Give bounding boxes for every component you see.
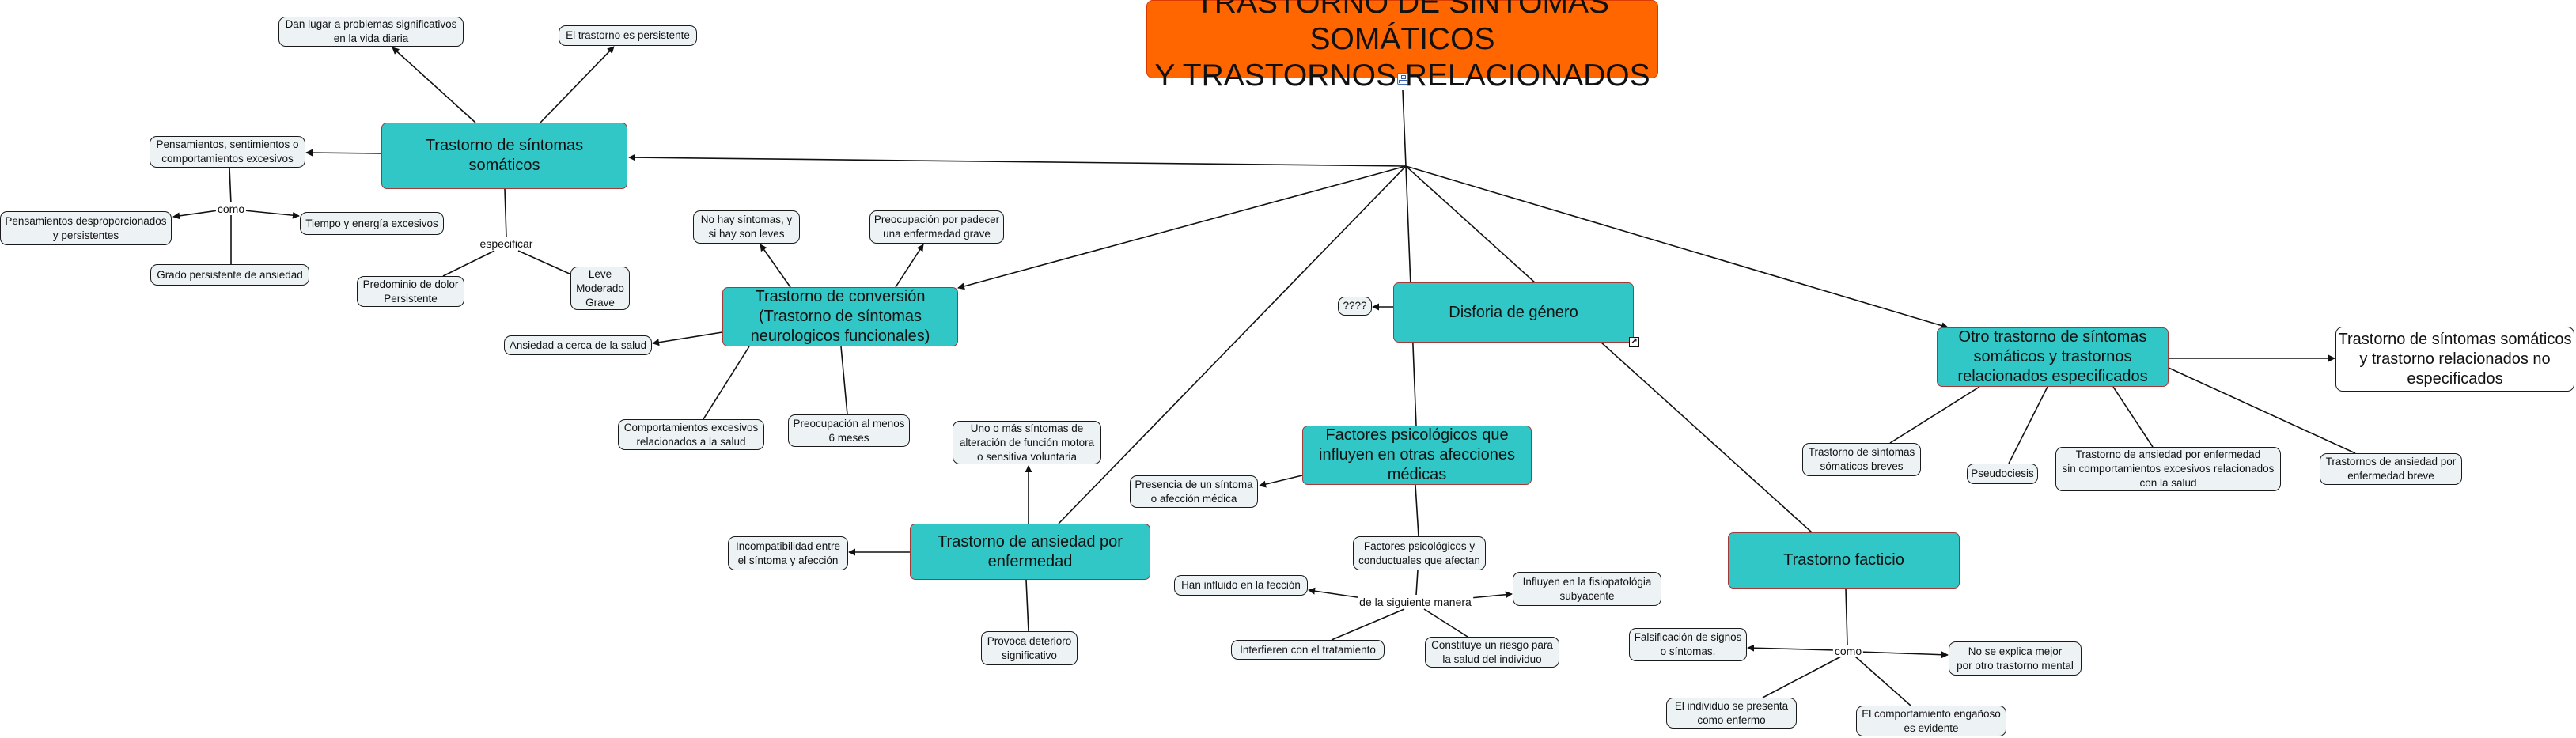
edge-conversion-preocupacion (895, 244, 924, 288)
node-incompatibilidad[interactable]: Incompatibilidad entre el síntoma y afec… (728, 536, 848, 570)
node-pseudociesis[interactable]: Pseudociesis (1967, 464, 2038, 484)
edge-manera-constituye (1423, 608, 1468, 638)
node-preocupacion-6-meses[interactable]: Preocupación al menos 6 meses (788, 414, 910, 447)
edge-hub-conversion (957, 165, 1407, 290)
edge-title-hub (1402, 89, 1407, 167)
edge-tss-persistente (540, 46, 615, 123)
node-dan-lugar[interactable]: Dan lugar a problemas significativos en … (278, 17, 464, 47)
edge-conversion-no-hay (760, 244, 791, 288)
node-no-se-explica[interactable]: No se explica mejor por otro trastorno m… (1949, 641, 2082, 676)
node-ansiedad-acerca-salud[interactable]: Ansiedad a cerca de la salud (504, 335, 652, 355)
edge-otro-breves (1889, 386, 1980, 444)
edge-conversion-ansiedad-acerca (652, 331, 723, 346)
node-predominio-dolor[interactable]: Predominio de dolor Persistente (357, 276, 464, 307)
node-sintomas-breves[interactable]: Trastorno de síntomas sómaticos breves (1802, 443, 1921, 476)
edge-otro-ansiedad-sin (2112, 386, 2154, 448)
edge-facticio-como (1845, 588, 1848, 645)
edge-como-enganoso (1854, 656, 1911, 706)
node-interfieren-tratamiento[interactable]: Interfieren con el tratamiento (1231, 640, 1385, 660)
node-persistente[interactable]: El trastorno es persistente (559, 25, 697, 46)
node-factores-psicologicos[interactable]: Factores psicológicos que influyen en ot… (1302, 426, 1532, 485)
node-interrogacion[interactable]: ???? (1338, 297, 1372, 316)
edge-hub-otro (1405, 165, 1949, 330)
node-leve-moderado-grave[interactable]: Leve Moderado Grave (570, 267, 630, 310)
edge-manera-han-influido (1308, 587, 1363, 599)
node-ansiedad-sin-comportamientos[interactable]: Trastorno de ansiedad por enfermedad sin… (2055, 447, 2281, 491)
node-falsificacion[interactable]: Falsificación de signos o síntomas. (1629, 628, 1747, 661)
edge-otro-pseudociesis (2008, 386, 2048, 464)
edge-hub-tss (628, 153, 1407, 167)
node-uno-o-mas-sintomas[interactable]: Uno o más síntomas de alteración de func… (953, 421, 1101, 464)
edge-especificar-predominio (442, 250, 495, 277)
edge-tss-especificar (504, 188, 507, 238)
node-trastorno-conversion[interactable]: Trastorno de conversión (Trastorno de sí… (722, 287, 958, 346)
node-grado-ansiedad[interactable]: Grado persistente de ansiedad (150, 264, 309, 286)
edge-ansiedad-provoca (1025, 579, 1029, 632)
node-trastorno-ansiedad-enfermedad[interactable]: Trastorno de ansiedad por enfermedad (910, 524, 1150, 580)
edge-hub-ansiedad (1058, 165, 1407, 524)
node-factores-conductuales[interactable]: Factores psicológicos y conductuales que… (1353, 536, 1486, 570)
node-constituye-riesgo[interactable]: Constituye un riesgo para la salud del i… (1425, 637, 1559, 668)
node-influyen-fisiopatologia[interactable]: Influyen en la fisiopatológia subyacente (1513, 572, 1661, 606)
node-tiempo-energia[interactable]: Tiempo y energía excesivos (300, 212, 444, 235)
edge-tss-dan-lugar (392, 47, 476, 123)
node-han-influido[interactable]: Han influido en la fección (1174, 575, 1308, 596)
edge-conductuales-manera (1415, 570, 1419, 596)
edge-factores-presencia (1259, 475, 1303, 488)
node-provoca-deterioro[interactable]: Provoca deterioro significativo (981, 631, 1078, 665)
external-link-icon[interactable]: ↗ (1629, 337, 1639, 347)
edge-otro-ansiedad-breve (2168, 367, 2356, 454)
node-comportamientos-excesivos[interactable]: Comportamientos excesivos relacionados a… (618, 419, 764, 450)
link-label-de-la-siguiente-manera: de la siguiente manera (1358, 596, 1473, 608)
node-pensamientos-desproporcionados[interactable]: Pensamientos desproporcionados y persist… (0, 211, 172, 245)
node-presencia-sintoma[interactable]: Presencia de un síntoma o afección médic… (1130, 475, 1258, 508)
concept-map-icon[interactable] (1397, 73, 1408, 85)
node-comportamiento-enganoso[interactable]: El comportamiento engañoso es evidente (1856, 706, 2006, 736)
node-ansiedad-breve[interactable]: Trastornos de ansiedad por enfermedad br… (2320, 453, 2462, 485)
edge-conversion-preocupacion-6 (840, 346, 848, 415)
node-otro-trastorno-especificado[interactable]: Otro trastorno de síntomas somáticos y t… (1937, 327, 2169, 387)
node-trastorno-sintomas-somaticos[interactable]: Trastorno de síntomas somáticos (381, 123, 627, 189)
edge-como-no-se-explica (1858, 651, 1949, 659)
link-label-como: como (215, 202, 247, 215)
node-disforia-genero[interactable]: Disforia de género (1393, 282, 1634, 343)
edge-hub-facticio (1405, 165, 1813, 533)
node-no-especificados[interactable]: Trastorno de síntomas somáticos y trasto… (2335, 327, 2574, 392)
edge-especificar-leve (517, 250, 572, 275)
edge-como-tiempo (243, 210, 300, 219)
edge-conversion-comportamientos (703, 346, 750, 420)
node-no-hay-sintomas[interactable]: No hay síntomas, y si hay son leves (693, 210, 800, 244)
edge-manera-influyen (1469, 591, 1513, 599)
link-label-especificar: especificar (478, 237, 535, 250)
node-preocupacion-padecer[interactable]: Preocupación por padecer una enfermedad … (869, 210, 1004, 244)
link-label-como-facticio: como (1832, 645, 1864, 657)
edge-pensamientos-como (229, 167, 232, 205)
edge-factores-conductuales (1415, 484, 1419, 537)
edge-como-individuo (1762, 656, 1842, 698)
edge-como-falsificacion (1747, 644, 1836, 652)
map-title-node[interactable]: TRASTORNO DE SINTOMAS SOMÁTICOS Y TRASTO… (1146, 0, 1658, 93)
node-pensamientos-excesivos[interactable]: Pensamientos, sentimientos o comportamie… (150, 136, 305, 168)
node-trastorno-facticio[interactable]: Trastorno facticio (1728, 532, 1960, 589)
node-individuo-enfermo[interactable]: El individuo se presenta como enfermo (1666, 698, 1797, 729)
edge-como-desproporcionados (172, 210, 219, 220)
edge-manera-interfieren (1331, 608, 1405, 641)
